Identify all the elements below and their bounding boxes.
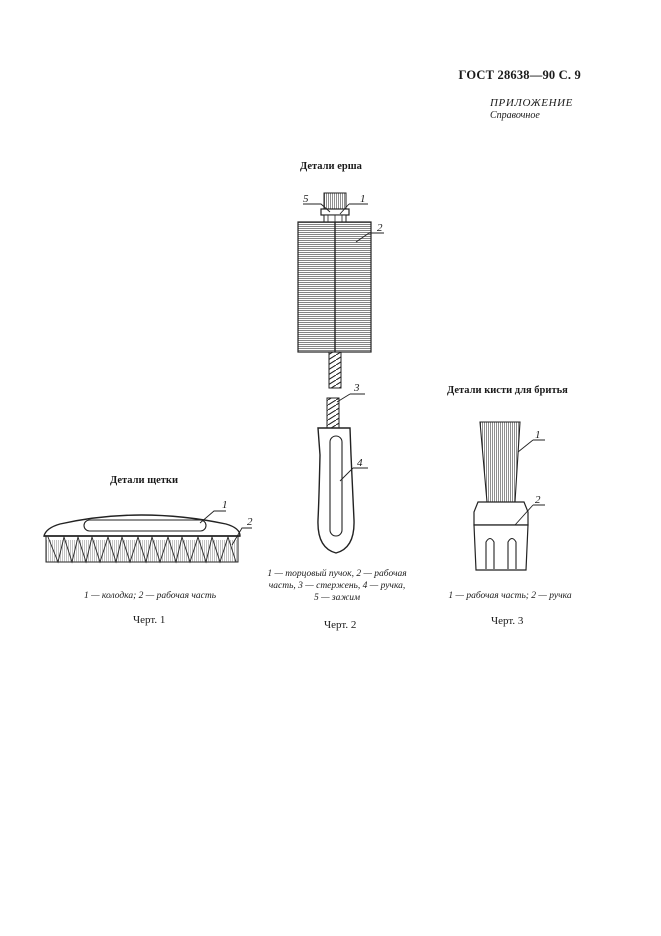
standard-code: ГОСТ 28638—90 С. 9 <box>458 68 581 82</box>
fig2-callout-5: 5 <box>303 193 309 205</box>
fig2-callout-1: 1 <box>360 193 366 205</box>
fig2-caption-line3: 5 — зажим <box>313 593 361 603</box>
fig2-callout-3: 3 <box>353 382 360 394</box>
fig3-callout-2: 2 <box>535 494 541 506</box>
fig3-drawing: 1 2 <box>473 421 545 571</box>
fig3-callout-1: 1 <box>535 429 541 441</box>
fig1-caption: 1 — колодка; 2 — рабочая часть <box>83 591 217 601</box>
fig1-label: Черт. 1 <box>133 614 166 626</box>
fig2-label: Черт. 2 <box>324 619 357 631</box>
fig3-caption: 1 — рабочая часть; 2 — ручка <box>448 591 572 601</box>
appendix-title: ПРИЛОЖЕНИЕ <box>490 97 573 109</box>
fig2-callout-4: 4 <box>357 457 363 469</box>
appendix-subtitle: Справочное <box>490 110 540 121</box>
fig2-caption-line2: часть, 3 — стержень, 4 — ручка, <box>268 581 406 591</box>
fig1-callout-2: 2 <box>247 516 253 528</box>
fig1-title: Детали щетки <box>110 475 178 486</box>
fig2-title: Детали ерша <box>300 161 362 172</box>
fig1-drawing: 1 2 <box>43 499 253 564</box>
fig2-callout-2: 2 <box>377 222 383 234</box>
fig3-title: Детали кисти для бритья <box>447 385 568 396</box>
fig2-drawing: 5 1 2 3 4 <box>297 192 384 554</box>
fig2-caption-line1: 1 — торцовый пучок, 2 — рабочая <box>267 569 407 579</box>
fig3-label: Черт. 3 <box>491 615 524 627</box>
fig2-caption: 1 — торцовый пучок, 2 — рабочая часть, 3… <box>262 568 412 604</box>
fig1-callout-1: 1 <box>222 499 228 511</box>
